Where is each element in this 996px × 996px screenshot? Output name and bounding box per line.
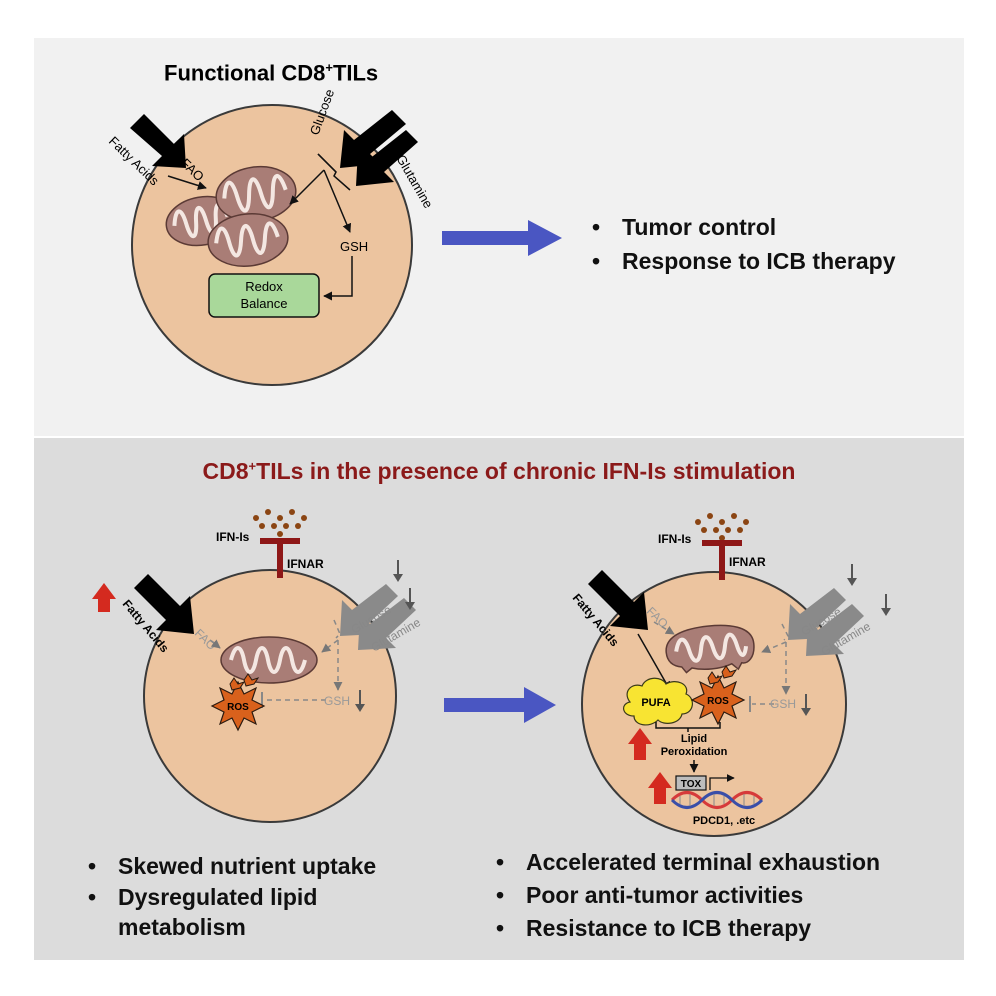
decrease-arrow: [801, 694, 811, 716]
redox-balance-box: [208, 273, 320, 318]
outcome-line: metabolism: [118, 914, 246, 940]
lipid-label: Lipid: [681, 733, 707, 745]
ros-icon: ROS: [210, 680, 266, 732]
gsh-label: GSH: [324, 694, 350, 708]
title-superscript: +: [248, 458, 257, 474]
title-tail: TILs: [332, 60, 379, 86]
outcome-item: Poor anti-tumor activities: [492, 879, 880, 912]
glucose-uptake-arrow: [340, 110, 406, 168]
top-flow-arrow: [442, 220, 562, 256]
glucose-uptake-arrow: [340, 584, 398, 636]
title-tail: TILs in the presence of chronic IFN-Is s…: [256, 458, 796, 484]
left-outcome-list: Skewed nutrient uptake Dysregulated lipi…: [84, 850, 376, 942]
glutamine-uptake-arrow: [356, 130, 418, 186]
outcome-item: Response to ICB therapy: [588, 244, 896, 278]
decrease-arrows: [393, 560, 415, 610]
damaged-mitochondrion-icon: [665, 624, 755, 674]
glutamine-uptake-arrow: [358, 598, 416, 650]
title-superscript: +: [325, 60, 333, 75]
gsh-label: GSH: [770, 697, 796, 711]
bottom-diagram: IFN-Is IFNAR Fatty Acids Glucose Glutami…: [92, 509, 891, 837]
upregulation-arrow: [92, 583, 116, 612]
glutamine-uptake-arrow: [806, 604, 864, 656]
gsh-label: GSH: [340, 239, 368, 254]
ifn-label: IFN-Is: [216, 530, 250, 544]
peroxidation-label: Peroxidation: [661, 746, 728, 758]
outcome-item: Dysregulated lipid metabolism: [84, 882, 376, 942]
dna-helix-icon: [670, 791, 764, 809]
mitochondrion-icon: [207, 213, 289, 267]
decrease-arrows: [847, 564, 891, 616]
tox-box: [675, 775, 707, 791]
top-outcome-list: Tumor control Response to ICB therapy: [588, 210, 896, 278]
genes-label: PDCD1, .etc: [693, 815, 755, 827]
bottom-panel-title: CD8+TILs in the presence of chronic IFN-…: [34, 458, 964, 485]
outcome-item: Resistance to ICB therapy: [492, 912, 880, 945]
fatty-acid-uptake-arrow: [130, 114, 186, 168]
redox-label: Redox: [245, 279, 283, 294]
title-text: CD8: [202, 458, 249, 484]
top-panel: Functional CD8+TILs: [34, 38, 964, 436]
outcome-line: Dysregulated lipid: [118, 884, 318, 910]
ifn-label: IFN-Is: [658, 532, 692, 546]
mitochondrion-icon: [220, 636, 318, 684]
ifnar-receptor-icon: [702, 540, 742, 580]
left-cell: [143, 569, 397, 823]
bottom-flow-arrow: [444, 687, 556, 723]
bottom-panel: CD8+TILs in the presence of chronic IFN-…: [34, 438, 964, 960]
pufa-icon: PUFA: [623, 677, 693, 726]
top-panel-title: Functional CD8+TILs: [34, 60, 964, 86]
balance-label: Balance: [241, 296, 288, 311]
outcome-item: Tumor control: [588, 210, 896, 244]
top-diagram: Fatty Acids FAO Glucose Glutamine GSH Re…: [106, 87, 562, 386]
title-text: Functional CD8: [164, 60, 326, 86]
ros-label: ROS: [707, 696, 729, 707]
ros-icon: ROS: [690, 674, 746, 726]
tox-label: TOX: [681, 779, 702, 790]
pufa-label: PUFA: [641, 697, 670, 709]
fatty-acid-uptake-arrow: [588, 570, 648, 630]
outcome-item: Accelerated terminal exhaustion: [492, 846, 880, 879]
ros-label: ROS: [227, 702, 249, 713]
fatty-acid-uptake-arrow: [134, 574, 194, 634]
upregulation-arrow: [628, 728, 652, 760]
ifnar-label: IFNAR: [729, 555, 766, 569]
ifnar-receptor-icon: [260, 538, 300, 578]
glucose-uptake-arrow: [788, 588, 846, 640]
ifn-particles: [695, 513, 749, 541]
ifn-particles: [253, 509, 307, 537]
upregulation-arrow: [648, 772, 672, 804]
mitochondria-cluster: [165, 165, 297, 267]
ifnar-label: IFNAR: [287, 557, 324, 571]
outcome-item: Skewed nutrient uptake: [84, 850, 376, 882]
right-outcome-list: Accelerated terminal exhaustion Poor ant…: [492, 846, 880, 945]
decrease-arrow: [355, 690, 365, 712]
